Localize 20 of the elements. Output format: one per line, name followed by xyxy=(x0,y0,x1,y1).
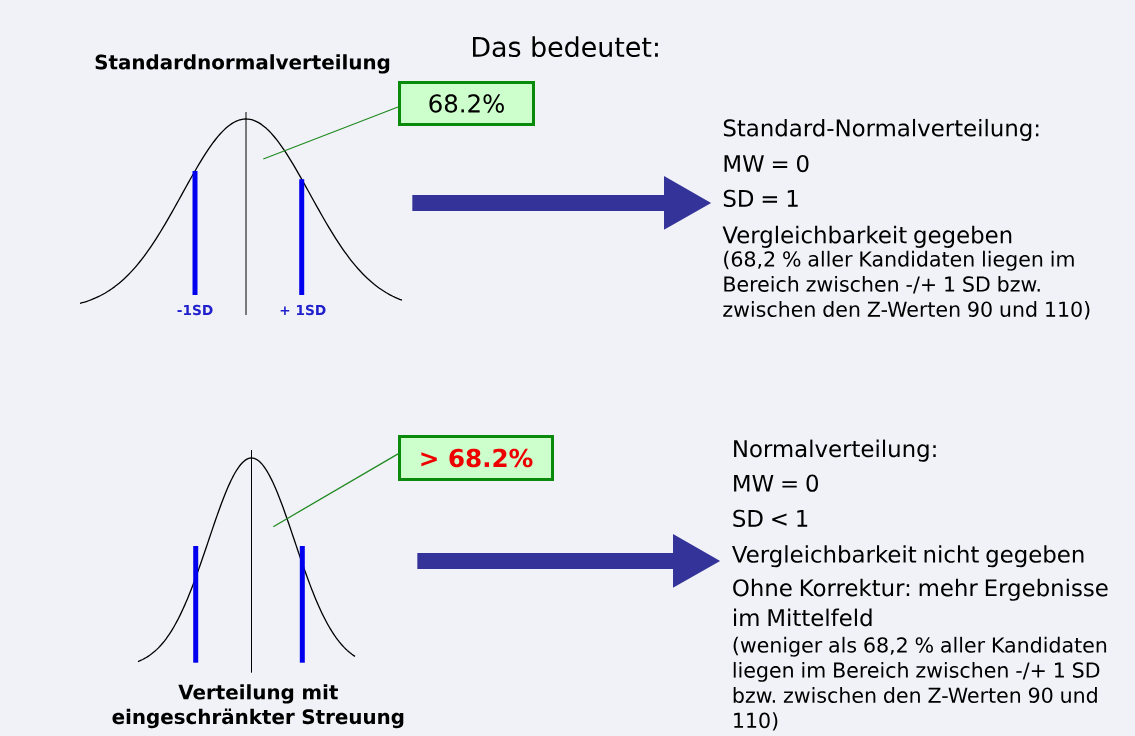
sd-label: -1SD xyxy=(177,304,213,316)
text-line: Ohne Korrektur: mehr Ergebnisse im Mittelfeld xyxy=(733,578,1108,627)
text-line: Vergleichbarkeit nicht gegeben xyxy=(732,545,1084,568)
text-line: SD = 1 xyxy=(723,189,798,207)
callout-box: > 68.2% xyxy=(398,435,554,481)
heading: Verteilung mit eingeschränkter Streuung xyxy=(112,684,404,729)
sd-label: + 1SD xyxy=(280,304,326,316)
text-line: SD < 1 xyxy=(733,509,808,527)
heading: Normalverteilung: xyxy=(734,439,936,462)
leader-line xyxy=(272,453,399,528)
note-text: (68,2 % aller Kandidaten liegen im Bereich zwischen -/+ 1 SD bzw. zwischen den Z-Werten 90 und 110) xyxy=(723,250,1090,320)
text-line: MW = 0 xyxy=(724,154,809,173)
title: Das bedeutet: xyxy=(473,36,658,58)
text-line: Vergleichbarkeit gegeben xyxy=(722,225,1012,248)
leader-line xyxy=(262,106,399,160)
heading: Standardnormalverteilung xyxy=(95,54,390,74)
text-line: MW = 0 xyxy=(734,474,818,492)
heading: Standard-Normalverteilung: xyxy=(723,118,1039,141)
note-text: (weniger als 68,2 % aller Kandidaten liegen im Bereich zwischen -/+ 1 SD bzw. zwischen den Z-Werten 90 und 110) xyxy=(733,636,1107,731)
callout-box: 68.2% xyxy=(398,81,535,126)
